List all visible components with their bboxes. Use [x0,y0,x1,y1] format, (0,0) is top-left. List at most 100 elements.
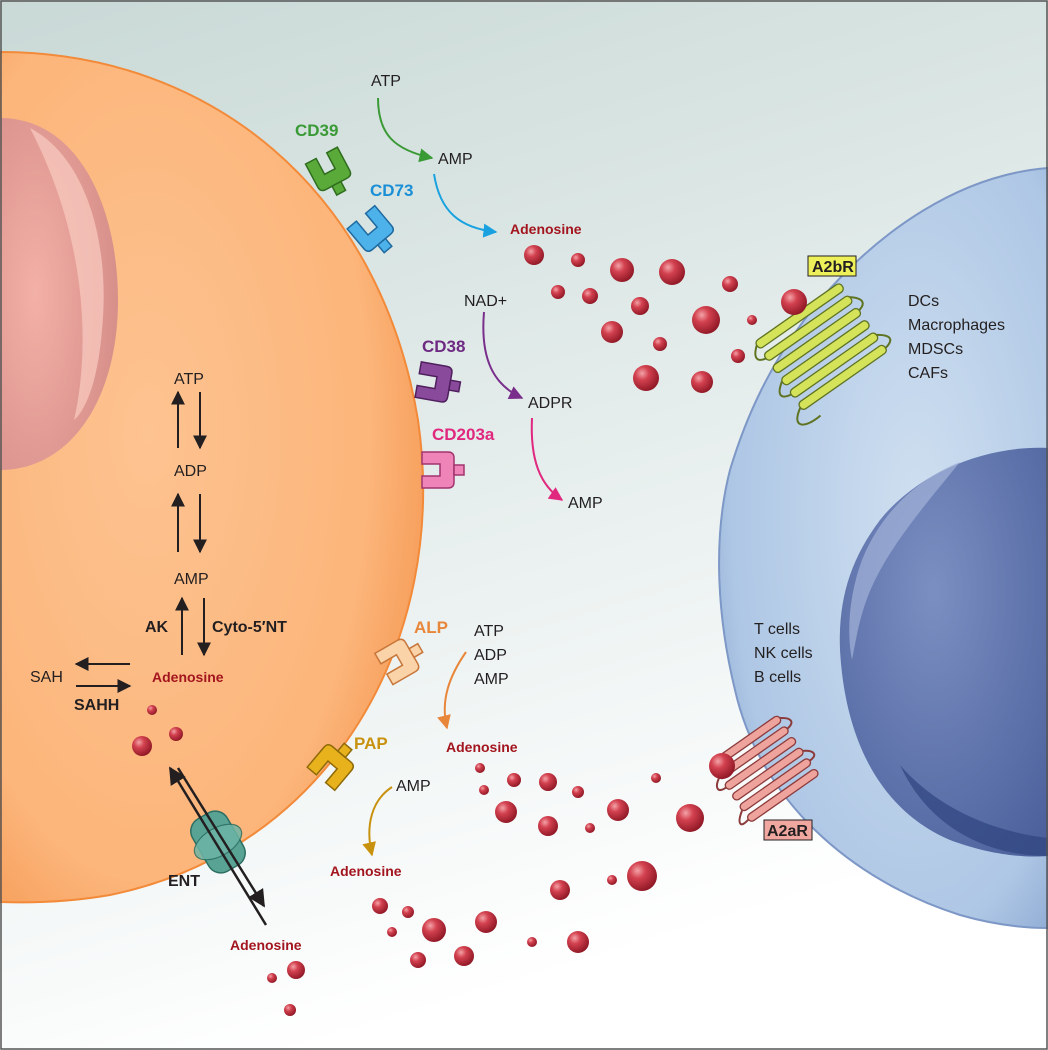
adenosine-molecule [610,258,634,282]
a2ar-label-bg [763,819,813,841]
cd73-enzyme [346,204,394,254]
top-amp-label: AMP [438,151,473,168]
adenosine-molecule [722,276,738,292]
adenosine-molecule [539,773,557,791]
arrow-atp-to-amp [377,97,434,163]
arrow-adpr-to-amp [530,417,564,501]
adenosine-molecule [132,736,152,756]
adenosine-molecule [551,285,565,299]
adenosine-molecule [372,898,388,914]
arrow-pap-to-adenosine [362,786,393,857]
adenosine-molecule [651,773,661,783]
adenosine-molecule [527,937,537,947]
top-adenosine-label: Adenosine [510,221,582,237]
adenosine-molecule [169,727,183,741]
cd38-label: CD38 [422,337,465,356]
adenosine-molecule [507,773,521,787]
adenosine-molecule [495,801,517,823]
cd38-enzyme [414,360,462,403]
sahh-label: SAHH [74,697,119,714]
adenosine-molecule [524,245,544,265]
pap-label: PAP [354,734,388,753]
cyto5nt-label: Cyto-5′NT [212,619,287,636]
adenosine-molecule [479,785,489,795]
adenosine-molecule [627,861,657,891]
a2br-label: A2bR [812,259,854,276]
arrow-nad-to-adpr [482,311,524,400]
alp-amp-label: AMP [474,671,509,688]
adenosine-molecule [631,297,649,315]
adenosine-molecule [572,786,584,798]
adenosine-molecule [601,321,623,343]
alp-label: ALP [414,618,448,637]
alp-adp-label: ADP [474,647,507,664]
adenosine-molecule [567,931,589,953]
arrow-alp-to-adenosine [437,651,467,730]
tumor-nucleus-highlight [30,128,104,420]
adenosine-molecule [747,315,757,325]
arrow-amp-to-adenosine [433,173,498,238]
pap-adenosine-label: Adenosine [330,863,402,879]
ent-adenosine-label: Adenosine [230,937,302,953]
cd203a-label: CD203a [432,425,495,444]
intra-atp-label: ATP [174,371,204,388]
adenosine-molecule [267,973,277,983]
top-atp-label: ATP [371,73,401,90]
adenosine-molecule [709,753,735,779]
intra-amp-label: AMP [174,571,209,588]
cell-type-dcs: DCs [908,293,939,310]
alp-adenosine-label: Adenosine [446,739,518,755]
adenosine-molecule [607,875,617,885]
cell-type-cafs: CAFs [908,365,948,382]
adenosine-molecule [454,946,474,966]
adenosine-molecule [287,961,305,979]
nad-amp-label: AMP [568,495,603,512]
adenosine-molecule [582,288,598,304]
cd73-label: CD73 [370,181,413,200]
adenosine-molecule [571,253,585,267]
cd39-enzyme [304,146,352,197]
cd39-label: CD39 [295,121,338,140]
adenosine-molecule [402,906,414,918]
adenosine-molecule [585,823,595,833]
intra-adp-label: ADP [174,463,207,480]
adenosine-molecule [676,804,704,832]
adenosine-molecule [659,259,685,285]
adenosine-molecule [422,918,446,942]
cd203a-enzyme [421,451,465,489]
intra-adenosine-label: Adenosine [152,669,224,685]
cell-type-nk-cells: NK cells [754,645,813,662]
adenosine-molecule [731,349,745,363]
sah-label: SAH [30,669,63,686]
alp-enzyme [373,638,424,686]
a2ar-receptor [709,715,819,826]
adenosine-molecule [410,952,426,968]
cell-type-b-cells: B cells [754,669,801,686]
adenosine-molecule [475,911,497,933]
pap-enzyme [306,742,354,792]
adenosine-molecule [550,880,570,900]
adenosine-molecule [633,365,659,391]
adenosine-molecule [147,705,157,715]
adenosine-molecule [475,763,485,773]
immune-nucleus-highlight [849,462,960,660]
a2br-receptor [754,283,892,426]
adenosine-molecules [132,245,807,1016]
adenosine-molecule [692,306,720,334]
ak-label: AK [145,619,169,636]
a2br-label-bg [807,255,857,277]
adpr-label: ADPR [528,395,572,412]
cell-type-macrophages: Macrophages [908,317,1005,334]
alp-atp-label: ATP [474,623,504,640]
adenosine-molecule [284,1004,296,1016]
a2ar-label: A2aR [767,823,808,840]
immune-nucleus-shadow [900,765,1048,856]
adenosine-molecule [387,927,397,937]
cell-type-t-cells: T cells [754,621,800,638]
nad-label: NAD+ [464,293,507,310]
ent-arrow-out [176,767,266,908]
adenosine-molecule [607,799,629,821]
adenosine-molecule [691,371,713,393]
